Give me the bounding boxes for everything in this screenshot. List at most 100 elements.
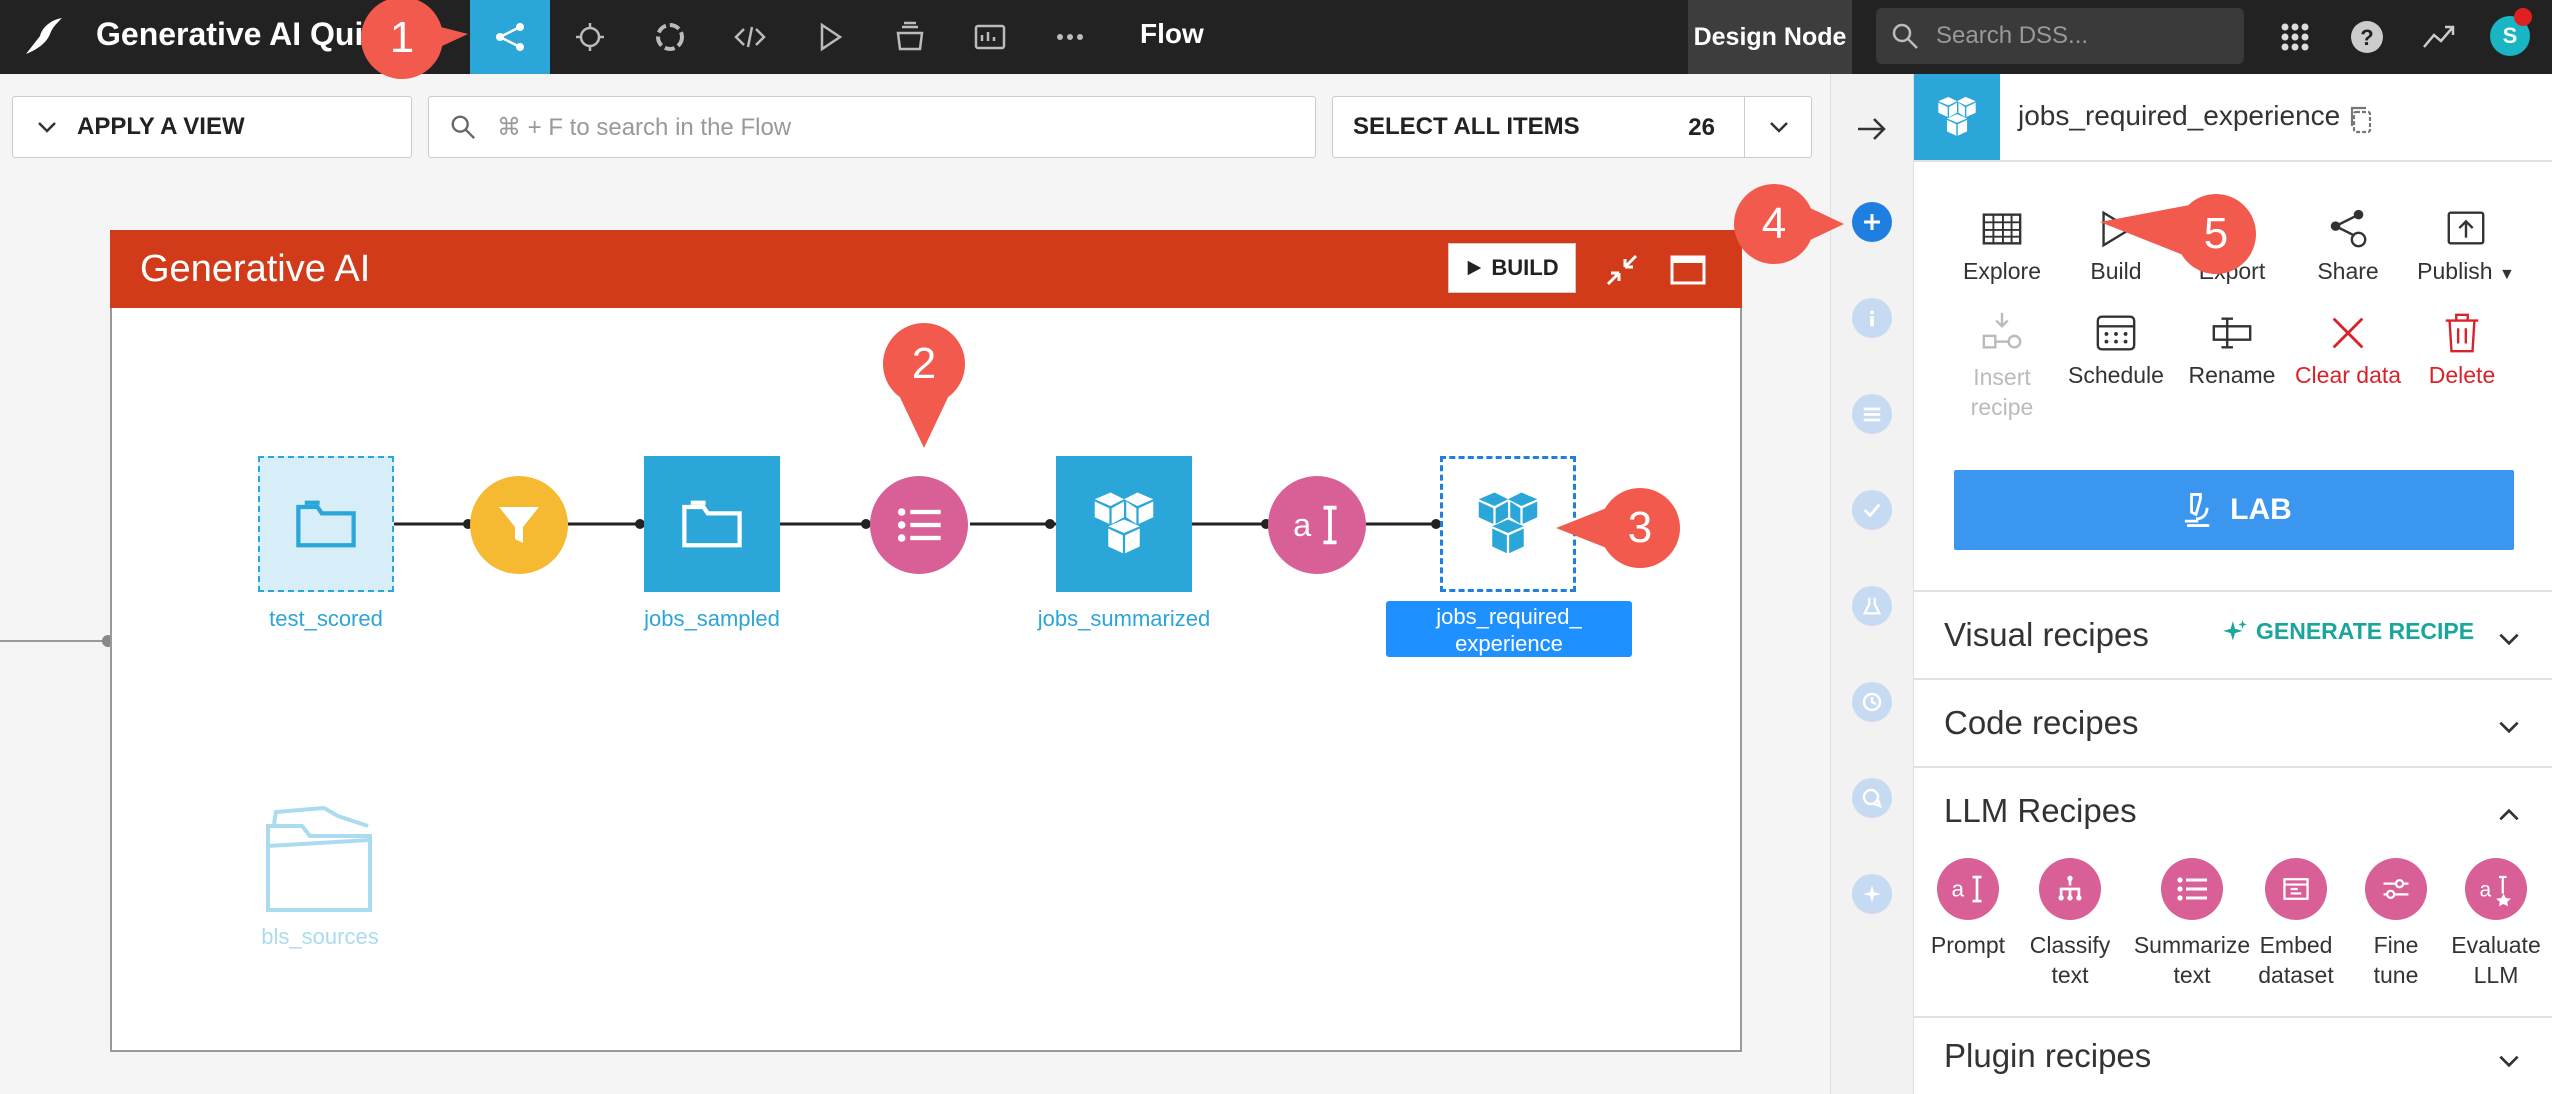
share-icon — [2325, 206, 2371, 252]
dataiku-bird-logo-icon[interactable] — [22, 14, 66, 58]
insert-recipe-button[interactable]: Insert recipe — [1944, 310, 2060, 422]
clear-data-button[interactable]: Clear data — [2290, 310, 2406, 389]
dataset-node-jobs-required-experience[interactable] — [1440, 456, 1576, 592]
llm-recipe-label: Prompt — [1930, 932, 2006, 958]
llm-recipe-evaluate[interactable]: a Evaluate LLM — [2446, 858, 2546, 990]
search-icon — [449, 113, 477, 148]
plugin-recipes-section[interactable]: Plugin recipes — [1914, 1016, 2552, 1094]
lab-flask-icon[interactable] — [1852, 586, 1892, 626]
chevron-down-icon — [35, 115, 59, 146]
llm-recipe-finetune[interactable]: Fine tune — [2346, 858, 2446, 990]
dataset-node-jobs-summarized[interactable] — [1056, 456, 1192, 592]
activity-trend-icon[interactable] — [2416, 14, 2462, 60]
llm-recipe-label: Classify text — [2029, 932, 2111, 988]
llm-recipe-classify[interactable]: Classify text — [2020, 858, 2120, 990]
generate-recipe-button[interactable]: GENERATE RECIPE — [2222, 618, 2474, 645]
right-icon-rail — [1830, 74, 1914, 1094]
callout-pointer — [2100, 194, 2256, 274]
trash-icon — [2439, 310, 2485, 356]
cubes-icon — [1478, 492, 1538, 554]
visual-recipes-section[interactable]: Visual recipes — [1914, 590, 2552, 678]
help-icon[interactable]: ? — [2344, 14, 2390, 60]
svg-text:a: a — [1293, 507, 1312, 543]
prompt-ai-icon: a — [1293, 505, 1337, 545]
sliders-icon — [2365, 858, 2427, 920]
explore-button[interactable]: Explore — [1944, 206, 2060, 285]
lab-icon[interactable] — [550, 0, 630, 74]
llm-recipe-embed[interactable]: Embed dataset — [2246, 858, 2346, 990]
apply-view-dropdown[interactable]: APPLY A VIEW — [12, 96, 412, 158]
dashboard-icon[interactable] — [950, 0, 1030, 74]
dataset-label[interactable]: jobs_summarized — [1037, 606, 1211, 631]
publish-icon — [2443, 206, 2489, 252]
ai-sparkle-icon[interactable] — [1852, 874, 1892, 914]
select-all-items-button[interactable]: SELECT ALL ITEMS 26 — [1332, 96, 1812, 158]
flow-icon[interactable] — [470, 0, 550, 74]
dataset-label[interactable]: test_scored — [269, 606, 383, 631]
table-grid-icon — [1979, 206, 2025, 252]
selected-dataset-label[interactable]: jobs_required_ experience — [1386, 601, 1632, 657]
publish-dropdown-button[interactable]: Publish ▼ — [2404, 206, 2528, 285]
share-label: Share — [2317, 258, 2379, 284]
divider — [1744, 97, 1745, 157]
run-icon[interactable] — [790, 0, 870, 74]
discussions-icon[interactable] — [1852, 778, 1892, 818]
folder-label[interactable]: bls_sources — [261, 924, 379, 949]
llm-recipe-summarize[interactable]: Summarize text — [2132, 858, 2252, 990]
collapse-icon[interactable] — [1602, 250, 1642, 290]
lab-button[interactable]: LAB — [1954, 470, 2514, 550]
list-icon — [2161, 858, 2223, 920]
project-title[interactable]: Generative AI Quick — [96, 16, 399, 52]
search-dss-input[interactable]: Search DSS... — [1876, 8, 2244, 64]
check-icon[interactable] — [1852, 490, 1892, 530]
prompt-ai-icon: a — [1937, 858, 1999, 920]
schema-list-icon[interactable] — [1852, 394, 1892, 434]
callout-number: 2 — [911, 339, 937, 388]
chevron-down-icon[interactable] — [1767, 115, 1791, 146]
section-title: Code recipes — [1944, 704, 2139, 741]
code-recipes-section[interactable]: Code recipes — [1914, 678, 2552, 766]
deploy-icon[interactable] — [870, 0, 950, 74]
copy-icon[interactable] — [2346, 104, 2376, 134]
panel-dataset-title: jobs_required_experience — [2018, 100, 2341, 131]
schedule-button[interactable]: Schedule — [2058, 310, 2174, 389]
flow-zone-title: Generative AI — [140, 248, 371, 290]
dataset-node-jobs-sampled[interactable] — [644, 456, 780, 592]
design-node-badge: Design Node — [1688, 0, 1852, 74]
share-button[interactable]: Share — [2290, 206, 2406, 285]
section-title: LLM Recipes — [1944, 792, 2137, 829]
add-plus-icon[interactable] — [1852, 202, 1892, 242]
llm-recipes-section[interactable]: LLM Recipes — [1914, 766, 2552, 854]
arrow-right-icon[interactable] — [1854, 114, 1890, 144]
folder-node-bls-sources[interactable] — [262, 805, 378, 916]
llm-recipe-label: Summarize text — [2133, 932, 2251, 988]
more-icon[interactable] — [1030, 0, 1110, 74]
svg-text:a: a — [1952, 877, 1965, 902]
flow-search-input[interactable]: ⌘ + F to search in the Flow — [428, 96, 1316, 158]
rename-label: Rename — [2188, 362, 2276, 388]
explore-label: Explore — [1963, 258, 2041, 284]
zone-build-button[interactable]: BUILD — [1448, 243, 1576, 293]
filter-recipe-node[interactable] — [470, 476, 568, 574]
apps-grid-icon[interactable] — [2272, 14, 2318, 60]
rename-button[interactable]: Rename — [2174, 310, 2290, 389]
callout-pointer — [361, 0, 468, 79]
callout-pointer — [883, 323, 965, 448]
code-icon[interactable] — [710, 0, 790, 74]
dataset-label[interactable]: jobs_sampled — [644, 606, 780, 631]
search-icon — [1890, 21, 1920, 51]
history-clock-icon[interactable] — [1852, 682, 1892, 722]
llm-recipe-label: Fine tune — [2373, 932, 2419, 988]
recipes-icon[interactable] — [630, 0, 710, 74]
dataset-cubes-icon — [1914, 74, 2000, 160]
prompt-recipe-node[interactable]: a — [1268, 476, 1366, 574]
dataset-node-test-scored[interactable] — [258, 456, 394, 592]
llm-recipe-prompt[interactable]: a Prompt — [1918, 858, 2018, 960]
maximize-window-icon[interactable] — [1668, 250, 1708, 290]
microscope-icon — [2185, 493, 2210, 527]
delete-button[interactable]: Delete — [2404, 310, 2520, 389]
info-icon[interactable] — [1852, 298, 1892, 338]
summarize-recipe-node[interactable] — [870, 476, 968, 574]
clear-data-label: Clear data — [2294, 362, 2402, 388]
generate-recipe-label: GENERATE RECIPE — [2256, 618, 2475, 644]
